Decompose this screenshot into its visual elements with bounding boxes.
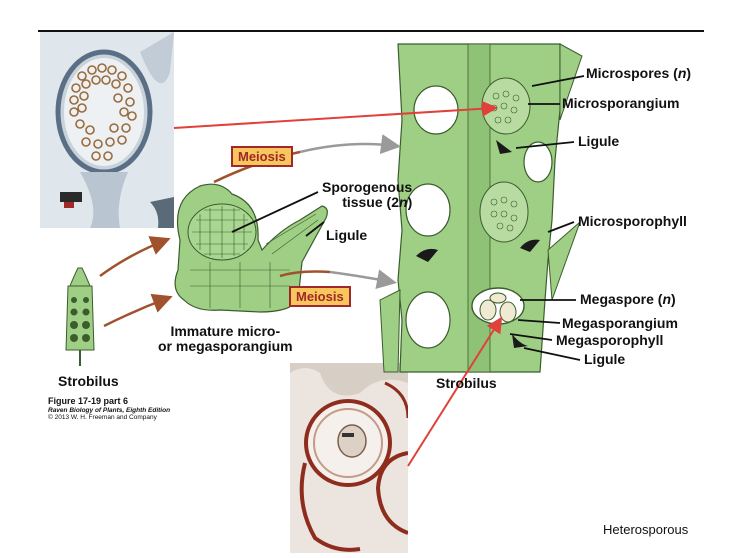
label-immature-sporangium: Immature micro- or megasporangium: [158, 323, 293, 354]
megasporangium-micrograph: [290, 363, 408, 553]
label-ligule-bottom: Ligule: [584, 351, 626, 367]
label-strobilus-left: Strobilus: [58, 373, 119, 389]
label-ligule-mid: Ligule: [326, 227, 368, 243]
label-sporogenous-tissue: Sporogenous tissue (2n): [322, 179, 413, 210]
leader-lines: [231, 75, 585, 361]
immature-sporangium: [174, 183, 328, 313]
gray-arrows: [299, 134, 401, 290]
small-strobilus: [65, 267, 95, 366]
label-microsporangium: Microsporangium: [562, 95, 680, 111]
label-megasporangium: Megasporangium: [562, 315, 678, 331]
red-arrows: [173, 100, 503, 467]
large-strobilus: [379, 43, 583, 373]
footer-note: Heterosporous: [603, 522, 689, 537]
microsporangium-micrograph: [40, 32, 174, 228]
title-rule: [38, 30, 704, 32]
meiosis-label-bottom: Meiosis: [289, 286, 351, 307]
label-megaspore: Megaspore (n): [580, 291, 676, 307]
label-ligule-top: Ligule: [578, 133, 620, 149]
label-microspores: Microspores (n): [586, 65, 692, 81]
meiosis-label-top: Meiosis: [231, 146, 293, 167]
label-microsporophyll: Microsporophyll: [578, 213, 687, 229]
label-megasporophyll: Megasporophyll: [556, 332, 664, 348]
label-strobilus-right: Strobilus: [436, 375, 497, 391]
figure-caption: Figure 17-19 part 6 Raven Biology of Pla…: [48, 396, 171, 422]
